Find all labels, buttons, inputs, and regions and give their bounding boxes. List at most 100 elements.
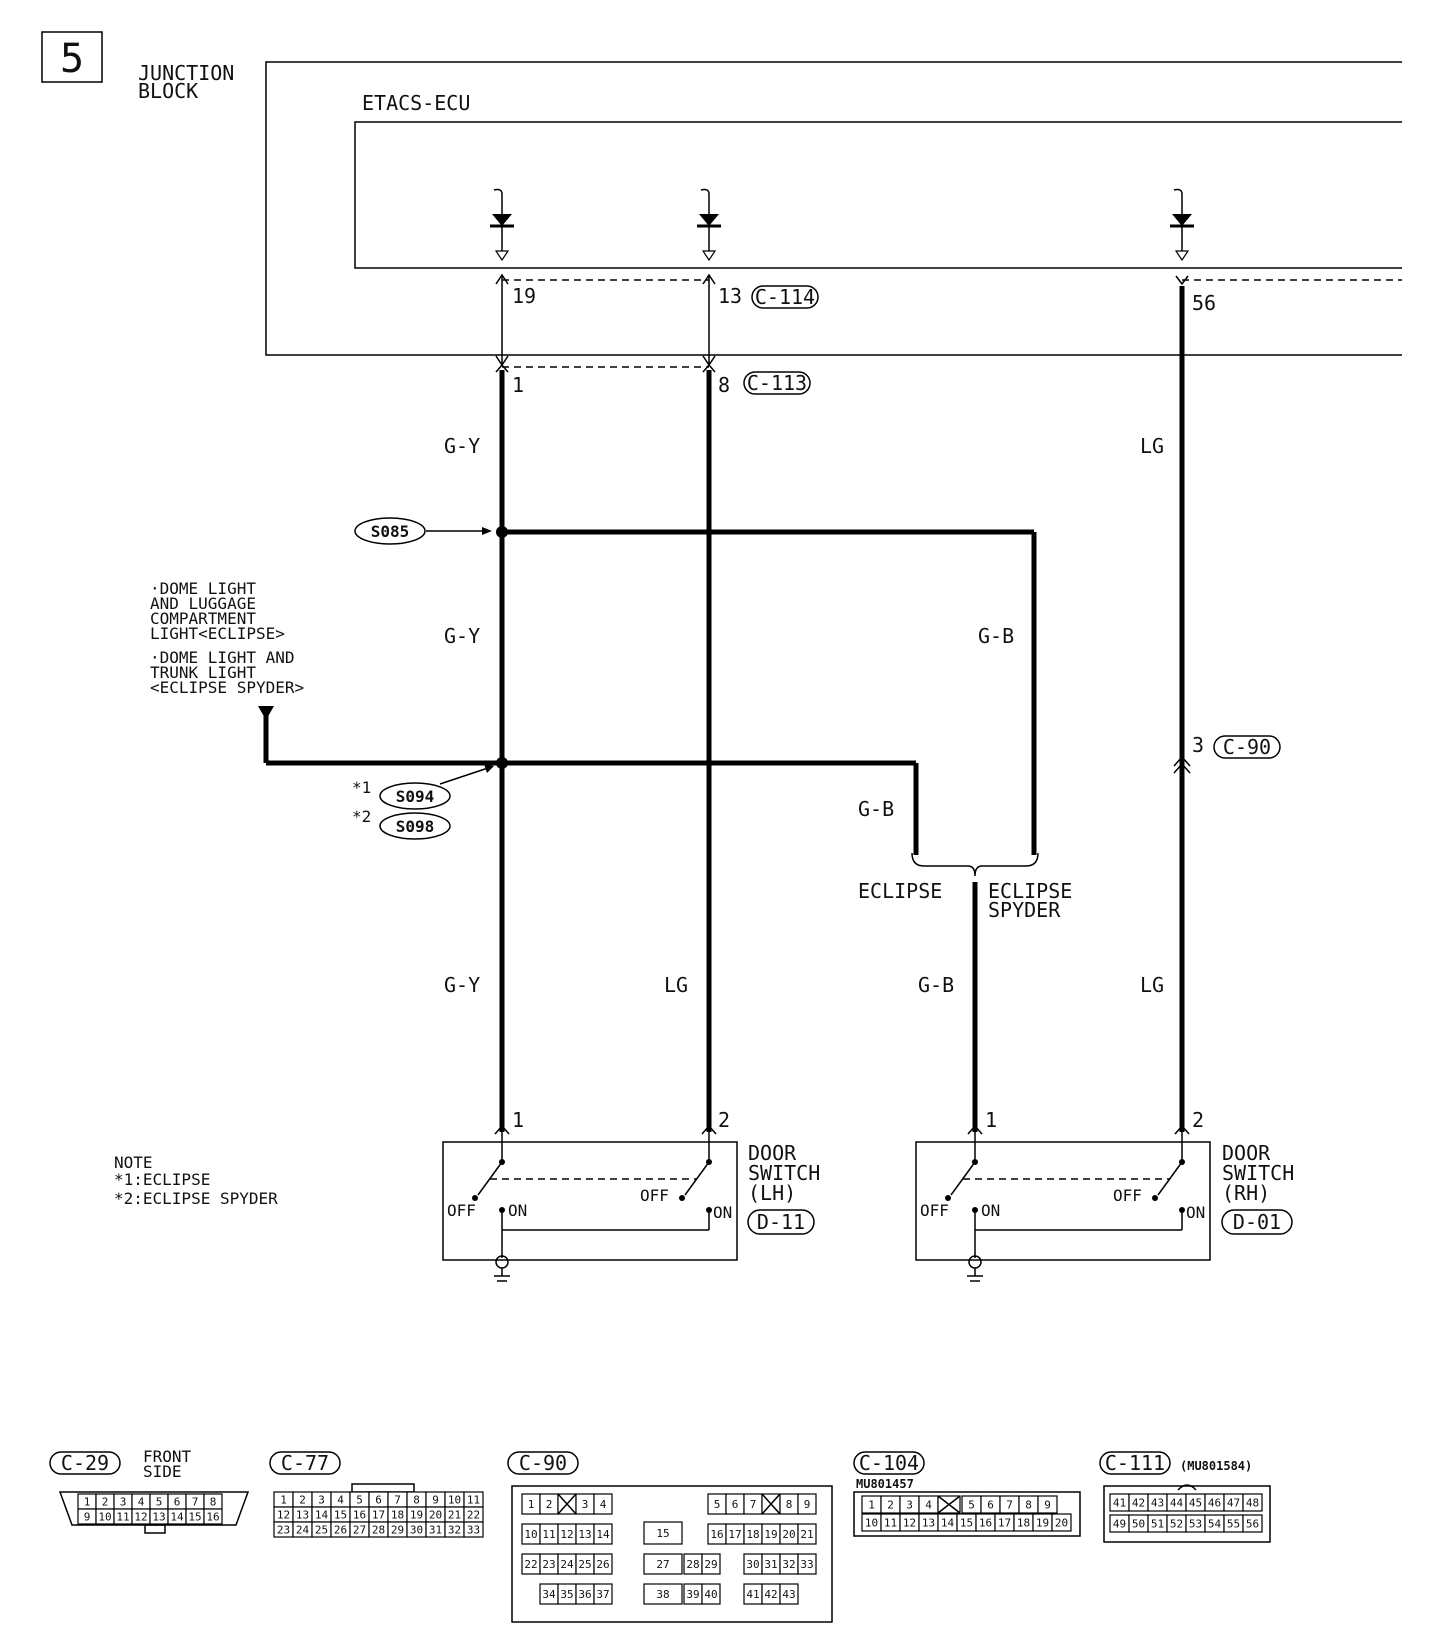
pin-label: 32 bbox=[782, 1558, 795, 1571]
wire-color-g-b-2: G-B bbox=[858, 797, 894, 821]
pin-label: 28 bbox=[686, 1558, 699, 1571]
pin-label: 42 bbox=[1132, 1497, 1145, 1510]
connector-c90-tag: C-90 bbox=[1213, 735, 1281, 759]
pin-label: 30 bbox=[410, 1524, 423, 1537]
door-switch-rh-label-2: SWITCH bbox=[1222, 1161, 1294, 1185]
pin-label: 29 bbox=[704, 1558, 717, 1571]
pin-label: 15 bbox=[188, 1511, 201, 1524]
pin-label: 14 bbox=[170, 1511, 184, 1524]
pin-label: 3 bbox=[582, 1498, 589, 1511]
svg-text:*2:ECLIPSE SPYDER: *2:ECLIPSE SPYDER bbox=[114, 1189, 278, 1208]
svg-text:*2: *2 bbox=[352, 807, 371, 826]
pin-label: 9 bbox=[804, 1498, 811, 1511]
wire-color-lg-2: LG bbox=[664, 973, 688, 997]
door-switch-rh-label-1: DOOR bbox=[1222, 1141, 1271, 1165]
pin-label: 38 bbox=[656, 1588, 669, 1601]
pin-label: 7 bbox=[750, 1498, 757, 1511]
diode-56-icon bbox=[1170, 188, 1194, 262]
pin-label: 31 bbox=[429, 1524, 442, 1537]
splice-s085-tag: S085 bbox=[354, 517, 492, 545]
branch-label-eclipse: ECLIPSE bbox=[858, 879, 942, 903]
pin-label: 12 bbox=[903, 1517, 916, 1530]
pin-label: 40 bbox=[704, 1588, 717, 1601]
pin-label: 56 bbox=[1246, 1518, 1259, 1531]
splice-s098-tag: *2 S098 bbox=[352, 807, 451, 840]
svg-text:TRUNK LIGHT: TRUNK LIGHT bbox=[150, 663, 256, 682]
wire-color-g-b-1: G-B bbox=[978, 624, 1014, 648]
pin-label: 21 bbox=[448, 1509, 461, 1522]
junction-block-label-2: BLOCK bbox=[138, 79, 198, 103]
pin-label: 25 bbox=[578, 1558, 591, 1571]
svg-text:C-90: C-90 bbox=[1223, 735, 1271, 759]
svg-text:C-77: C-77 bbox=[281, 1451, 329, 1475]
page-number: 5 bbox=[41, 31, 103, 83]
pin-label: 6 bbox=[732, 1498, 739, 1511]
splice-s094-dot bbox=[496, 757, 508, 769]
pin-label: 25 bbox=[315, 1524, 328, 1537]
pin-1-c113: 1 bbox=[512, 373, 524, 397]
pin-label: 13 bbox=[296, 1509, 309, 1522]
pin-label: 27 bbox=[656, 1558, 669, 1571]
pin-label: 12 bbox=[134, 1511, 147, 1524]
pin-label: 10 bbox=[98, 1511, 111, 1524]
svg-text:S094: S094 bbox=[396, 787, 435, 806]
wire-color-g-y-3: G-Y bbox=[444, 973, 480, 997]
pin-label: 20 bbox=[1055, 1517, 1068, 1530]
svg-text:C-113: C-113 bbox=[747, 371, 807, 395]
pin-label: 18 bbox=[391, 1509, 404, 1522]
pin-label: 7 bbox=[192, 1496, 199, 1509]
pin-rh-1: 1 bbox=[985, 1108, 997, 1132]
pin-label: 4 bbox=[138, 1496, 145, 1509]
pin-label: 7 bbox=[1006, 1499, 1013, 1512]
svg-text:·DOME LIGHT: ·DOME LIGHT bbox=[150, 579, 256, 598]
pin-label: 3 bbox=[318, 1494, 325, 1507]
pin-label: 16 bbox=[206, 1511, 219, 1524]
pin-label: 24 bbox=[560, 1558, 574, 1571]
dome-light-note: ·DOME LIGHT AND LUGGAGE COMPARTMENT LIGH… bbox=[150, 579, 304, 697]
wire-color-lg-1: LG bbox=[1140, 434, 1164, 458]
pin-label: 4 bbox=[925, 1499, 932, 1512]
pin-label: 17 bbox=[998, 1517, 1011, 1530]
pin-label: 3 bbox=[906, 1499, 913, 1512]
connector-d11-tag: D-11 bbox=[747, 1209, 815, 1235]
svg-text:C-104: C-104 bbox=[859, 1451, 919, 1475]
pin-label: 5 bbox=[968, 1499, 975, 1512]
svg-text:C-111: C-111 bbox=[1105, 1451, 1165, 1475]
pin-label: 2 bbox=[102, 1496, 109, 1509]
pin-label: 1 bbox=[528, 1498, 535, 1511]
pin-label: 46 bbox=[1208, 1497, 1221, 1510]
pin-label: 8 bbox=[1025, 1499, 1032, 1512]
pin-label: 43 bbox=[782, 1588, 795, 1601]
svg-text:NOTE: NOTE bbox=[114, 1153, 153, 1172]
pin-label: 15 bbox=[334, 1509, 347, 1522]
pin-label: 29 bbox=[391, 1524, 404, 1537]
svg-text:S085: S085 bbox=[371, 522, 410, 541]
pin-label: 2 bbox=[887, 1499, 894, 1512]
svg-text:LIGHT<ECLIPSE>: LIGHT<ECLIPSE> bbox=[150, 624, 285, 643]
pin-label: 15 bbox=[656, 1527, 669, 1540]
svg-text:D-11: D-11 bbox=[757, 1210, 805, 1234]
pin-label: 11 bbox=[116, 1511, 129, 1524]
pin-label: 26 bbox=[596, 1558, 609, 1571]
pin-19: 19 bbox=[512, 284, 536, 308]
pin-label: 11 bbox=[467, 1494, 480, 1507]
page-number-text: 5 bbox=[60, 36, 84, 82]
pin-3-c90: 3 bbox=[1192, 733, 1204, 757]
connector-c114-tag: C-114 bbox=[751, 285, 819, 309]
door-switch-lh: OFF ON OFF ON bbox=[442, 1124, 738, 1282]
svg-text:AND LUGGAGE: AND LUGGAGE bbox=[150, 594, 256, 613]
svg-text:OFF: OFF bbox=[640, 1186, 669, 1205]
svg-text:OFF: OFF bbox=[1113, 1186, 1142, 1205]
pin-label: 15 bbox=[960, 1517, 973, 1530]
pin-label: 6 bbox=[174, 1496, 181, 1509]
pin-label: 13 bbox=[152, 1511, 165, 1524]
pin-label: 11 bbox=[884, 1517, 897, 1530]
branch-label-spyder-2: SPYDER bbox=[988, 898, 1061, 922]
svg-text:*1:ECLIPSE: *1:ECLIPSE bbox=[114, 1170, 210, 1189]
pin-label: 24 bbox=[296, 1524, 310, 1537]
pin-label: 44 bbox=[1170, 1497, 1184, 1510]
